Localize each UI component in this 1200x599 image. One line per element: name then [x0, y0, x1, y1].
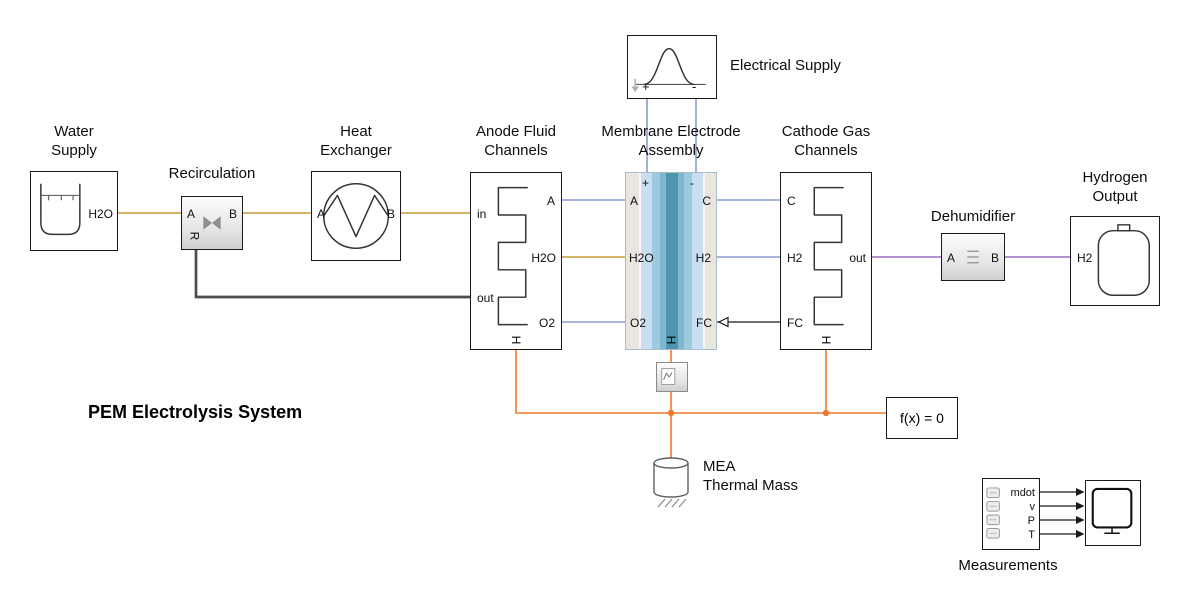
mea-port-h2-label: H2 — [695, 251, 711, 265]
serpentine-channel-icon — [497, 186, 528, 326]
water-tank-icon — [40, 183, 81, 236]
electrical-supply-block[interactable]: + - — [627, 35, 717, 99]
recirculation-label: Recirculation — [168, 165, 256, 182]
dehumidifier-icon — [967, 250, 979, 264]
diagram-title: PEM Electrolysis System — [88, 402, 303, 422]
measurements-port-mdot-label: mdot — [1010, 487, 1035, 499]
thermal-mass-icon[interactable] — [653, 457, 689, 508]
cathode-port-fc-label: FC — [787, 316, 803, 330]
mea-port-h-label: H — [664, 335, 678, 345]
cathode-gas-channels-block[interactable]: C H2 FC out H — [780, 172, 872, 350]
hydrogen-output-label: Hydrogen Output — [1082, 169, 1148, 205]
thermal-ground-hatch — [657, 498, 687, 508]
water-supply-label: Water Supply — [51, 123, 97, 159]
pump-icon — [203, 216, 221, 230]
hydrogen-port-h2-label: H2 — [1077, 251, 1093, 265]
mea-port-h2o-label: H2O — [629, 251, 654, 265]
membrane-electrode-assembly-label: Membrane Electrode Assembly — [601, 123, 741, 159]
wire-anode-thermal-to-solver[interactable] — [515, 350, 886, 414]
hydrogen-output-block[interactable]: H2 — [1070, 216, 1160, 306]
anode-port-h-label: H — [509, 335, 523, 345]
mea-port-plus-label: + — [642, 176, 650, 190]
water-port-h2o-label: H2O — [88, 207, 113, 221]
sensor-icon — [661, 368, 676, 385]
hx-port-a-label: A — [317, 207, 326, 221]
anode-port-out-label: out — [477, 291, 494, 305]
heat-exchanger-label: Heat Exchanger — [320, 123, 392, 159]
cathode-port-c-label: C — [787, 194, 796, 208]
anode-port-h2o-label: H2O — [531, 251, 556, 265]
electrical-supply-label: Electrical Supply — [730, 57, 841, 74]
dehumidifier-block[interactable]: A B — [941, 233, 1005, 281]
thermal-sensor-block[interactable] — [656, 362, 688, 392]
serpentine-channel-icon — [813, 186, 844, 326]
recirculation-port-b-label: B — [228, 207, 237, 221]
hx-port-b-label: B — [386, 207, 395, 221]
anode-fluid-channels-label: Anode Fluid Channels — [475, 123, 557, 159]
anode-port-a-label: A — [546, 194, 555, 208]
dehumidifier-label: Dehumidifier — [930, 208, 1016, 225]
water-supply-block[interactable]: H2O — [30, 171, 118, 251]
anode-port-in-label: in — [477, 207, 487, 221]
measurements-port-t-label: T — [1028, 529, 1035, 541]
down-arrow-icon — [631, 78, 640, 93]
arrowhead — [1076, 502, 1085, 510]
recirculation-port-r-label: R — [187, 231, 202, 241]
mea-port-o2-label: O2 — [630, 316, 647, 330]
membrane-electrode-assembly-block[interactable]: + - A H2O O2 C H2 FC H — [625, 172, 717, 350]
supply-port-minus-label: - — [692, 79, 697, 94]
thermal-junction-dot — [667, 409, 675, 417]
arrowhead — [1076, 530, 1085, 538]
dehumidifier-port-b-label: B — [990, 251, 999, 265]
heat-exchanger-block[interactable]: A B — [311, 171, 401, 261]
cathode-port-out-label: out — [849, 251, 866, 265]
mea-port-minus-label: - — [690, 176, 694, 190]
measurements-port-p-label: P — [1027, 515, 1035, 527]
arrowhead — [1076, 516, 1085, 524]
measurements-label: Measurements — [958, 557, 1058, 574]
mea-thermal-mass-label: MEA Thermal Mass — [703, 458, 799, 494]
cathode-gas-channels-label: Cathode Gas Channels — [781, 123, 871, 159]
mea-port-a-label: A — [630, 194, 639, 208]
anode-port-o2-label: O2 — [538, 316, 555, 330]
arrowhead — [1076, 488, 1085, 496]
thermal-junction-dot — [822, 409, 830, 417]
solver-label: f(x) = 0 — [900, 410, 944, 426]
supply-port-plus-label: + — [642, 79, 650, 94]
scope-block[interactable] — [1085, 480, 1141, 546]
fc-signal-arrow — [717, 316, 729, 328]
scope-screen-icon — [1091, 487, 1133, 534]
mea-port-fc-label: FC — [696, 316, 712, 330]
recirculation-port-a-label: A — [187, 207, 196, 221]
measurement-signal-arrows[interactable] — [1040, 488, 1085, 538]
dehumidifier-port-a-label: A — [947, 251, 956, 265]
wire-anode-out-to-recirculation[interactable] — [194, 250, 470, 299]
measurements-port-v-label: v — [1029, 501, 1036, 513]
solver-configuration-block[interactable]: f(x) = 0 — [886, 397, 958, 439]
cathode-port-h2-label: H2 — [787, 251, 803, 265]
bus-selector-icon — [986, 487, 1000, 539]
recirculation-block[interactable]: A B R — [181, 196, 243, 250]
heat-exchanger-icon — [323, 183, 389, 249]
gas-tank-icon — [1097, 224, 1150, 296]
gaussian-source-icon — [631, 47, 706, 93]
cathode-port-h-label: H — [819, 335, 833, 345]
anode-fluid-channels-block[interactable]: in out A H2O O2 H — [470, 172, 562, 350]
measurements-block[interactable]: mdot v P T — [982, 478, 1040, 550]
mea-port-c-label: C — [702, 194, 711, 208]
